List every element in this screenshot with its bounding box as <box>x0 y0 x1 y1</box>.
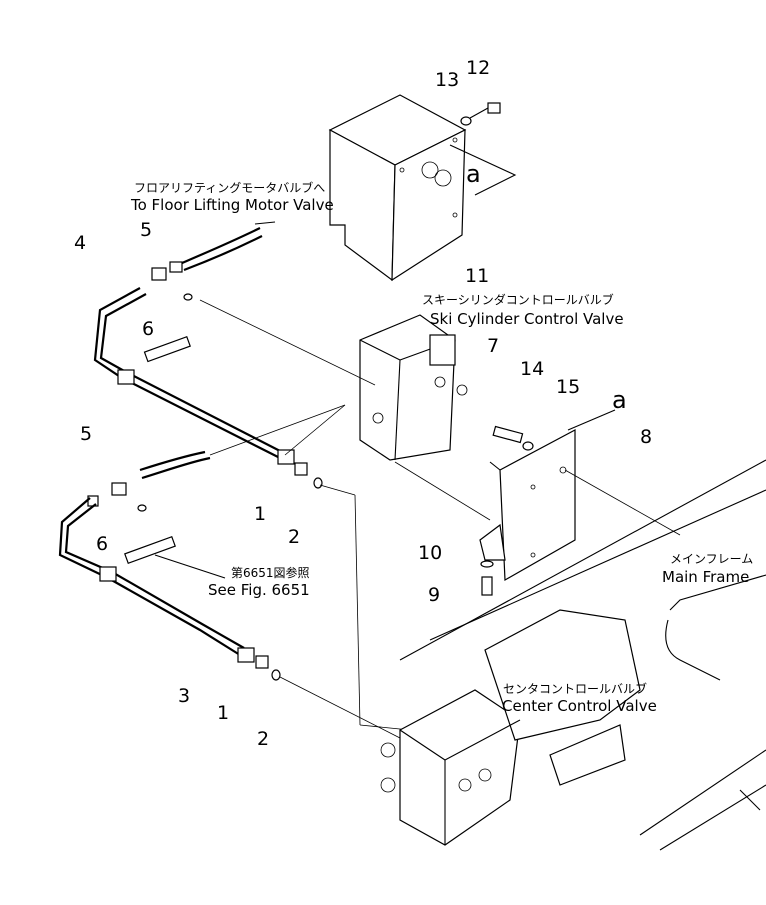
main-frame-label-jp: メインフレーム <box>670 552 754 566</box>
part-number: 12 <box>466 57 491 79</box>
part-number: 4 <box>74 232 87 254</box>
main-frame <box>399 459 766 851</box>
bolt-12 <box>460 102 501 126</box>
part-number: 2 <box>257 728 270 750</box>
center-control-valve <box>380 609 641 846</box>
part-number: 6 <box>96 533 109 555</box>
part-number: 3 <box>178 685 191 707</box>
see-fig-label-en: See Fig. 6651 <box>208 581 310 599</box>
view-mark-a-bracket: a <box>612 386 627 414</box>
floor-lifting-label-jp: フロアリフティングモータバルブへ <box>134 181 326 195</box>
part-number: 10 <box>418 542 443 564</box>
part-number: 14 <box>520 358 545 380</box>
part-number: 5 <box>80 423 93 445</box>
center-valve-label-jp: センタコントロールバルブ <box>503 682 648 696</box>
valve-cover <box>328 94 467 282</box>
part-number: 5 <box>140 219 153 241</box>
ski-cylinder-valve <box>359 314 468 461</box>
part-number: 7 <box>487 335 500 357</box>
part-number: 9 <box>428 584 441 606</box>
part-number: 6 <box>142 318 155 340</box>
part-number: 1 <box>254 503 267 525</box>
part-number: 15 <box>556 376 581 398</box>
mounting-bracket <box>479 429 576 582</box>
ski-cylinder-label-jp: スキーシリンダコントロールバルブ <box>422 293 614 307</box>
part-number: 13 <box>435 69 460 91</box>
see-fig-label-jp: 第6651図参照 <box>231 566 310 580</box>
part-number: 8 <box>640 426 653 448</box>
part-number: 1 <box>217 702 230 724</box>
part-number: 11 <box>465 265 490 287</box>
main-frame-label-en: Main Frame <box>662 568 750 586</box>
part-number: 2 <box>288 526 301 548</box>
floor-lifting-label-en: To Floor Lifting Motor Valve <box>131 196 334 214</box>
center-valve-label-en: Center Control Valve <box>502 697 657 715</box>
view-mark-a-top: a <box>466 160 481 188</box>
ski-cylinder-label-en: Ski Cylinder Control Valve <box>430 310 624 328</box>
